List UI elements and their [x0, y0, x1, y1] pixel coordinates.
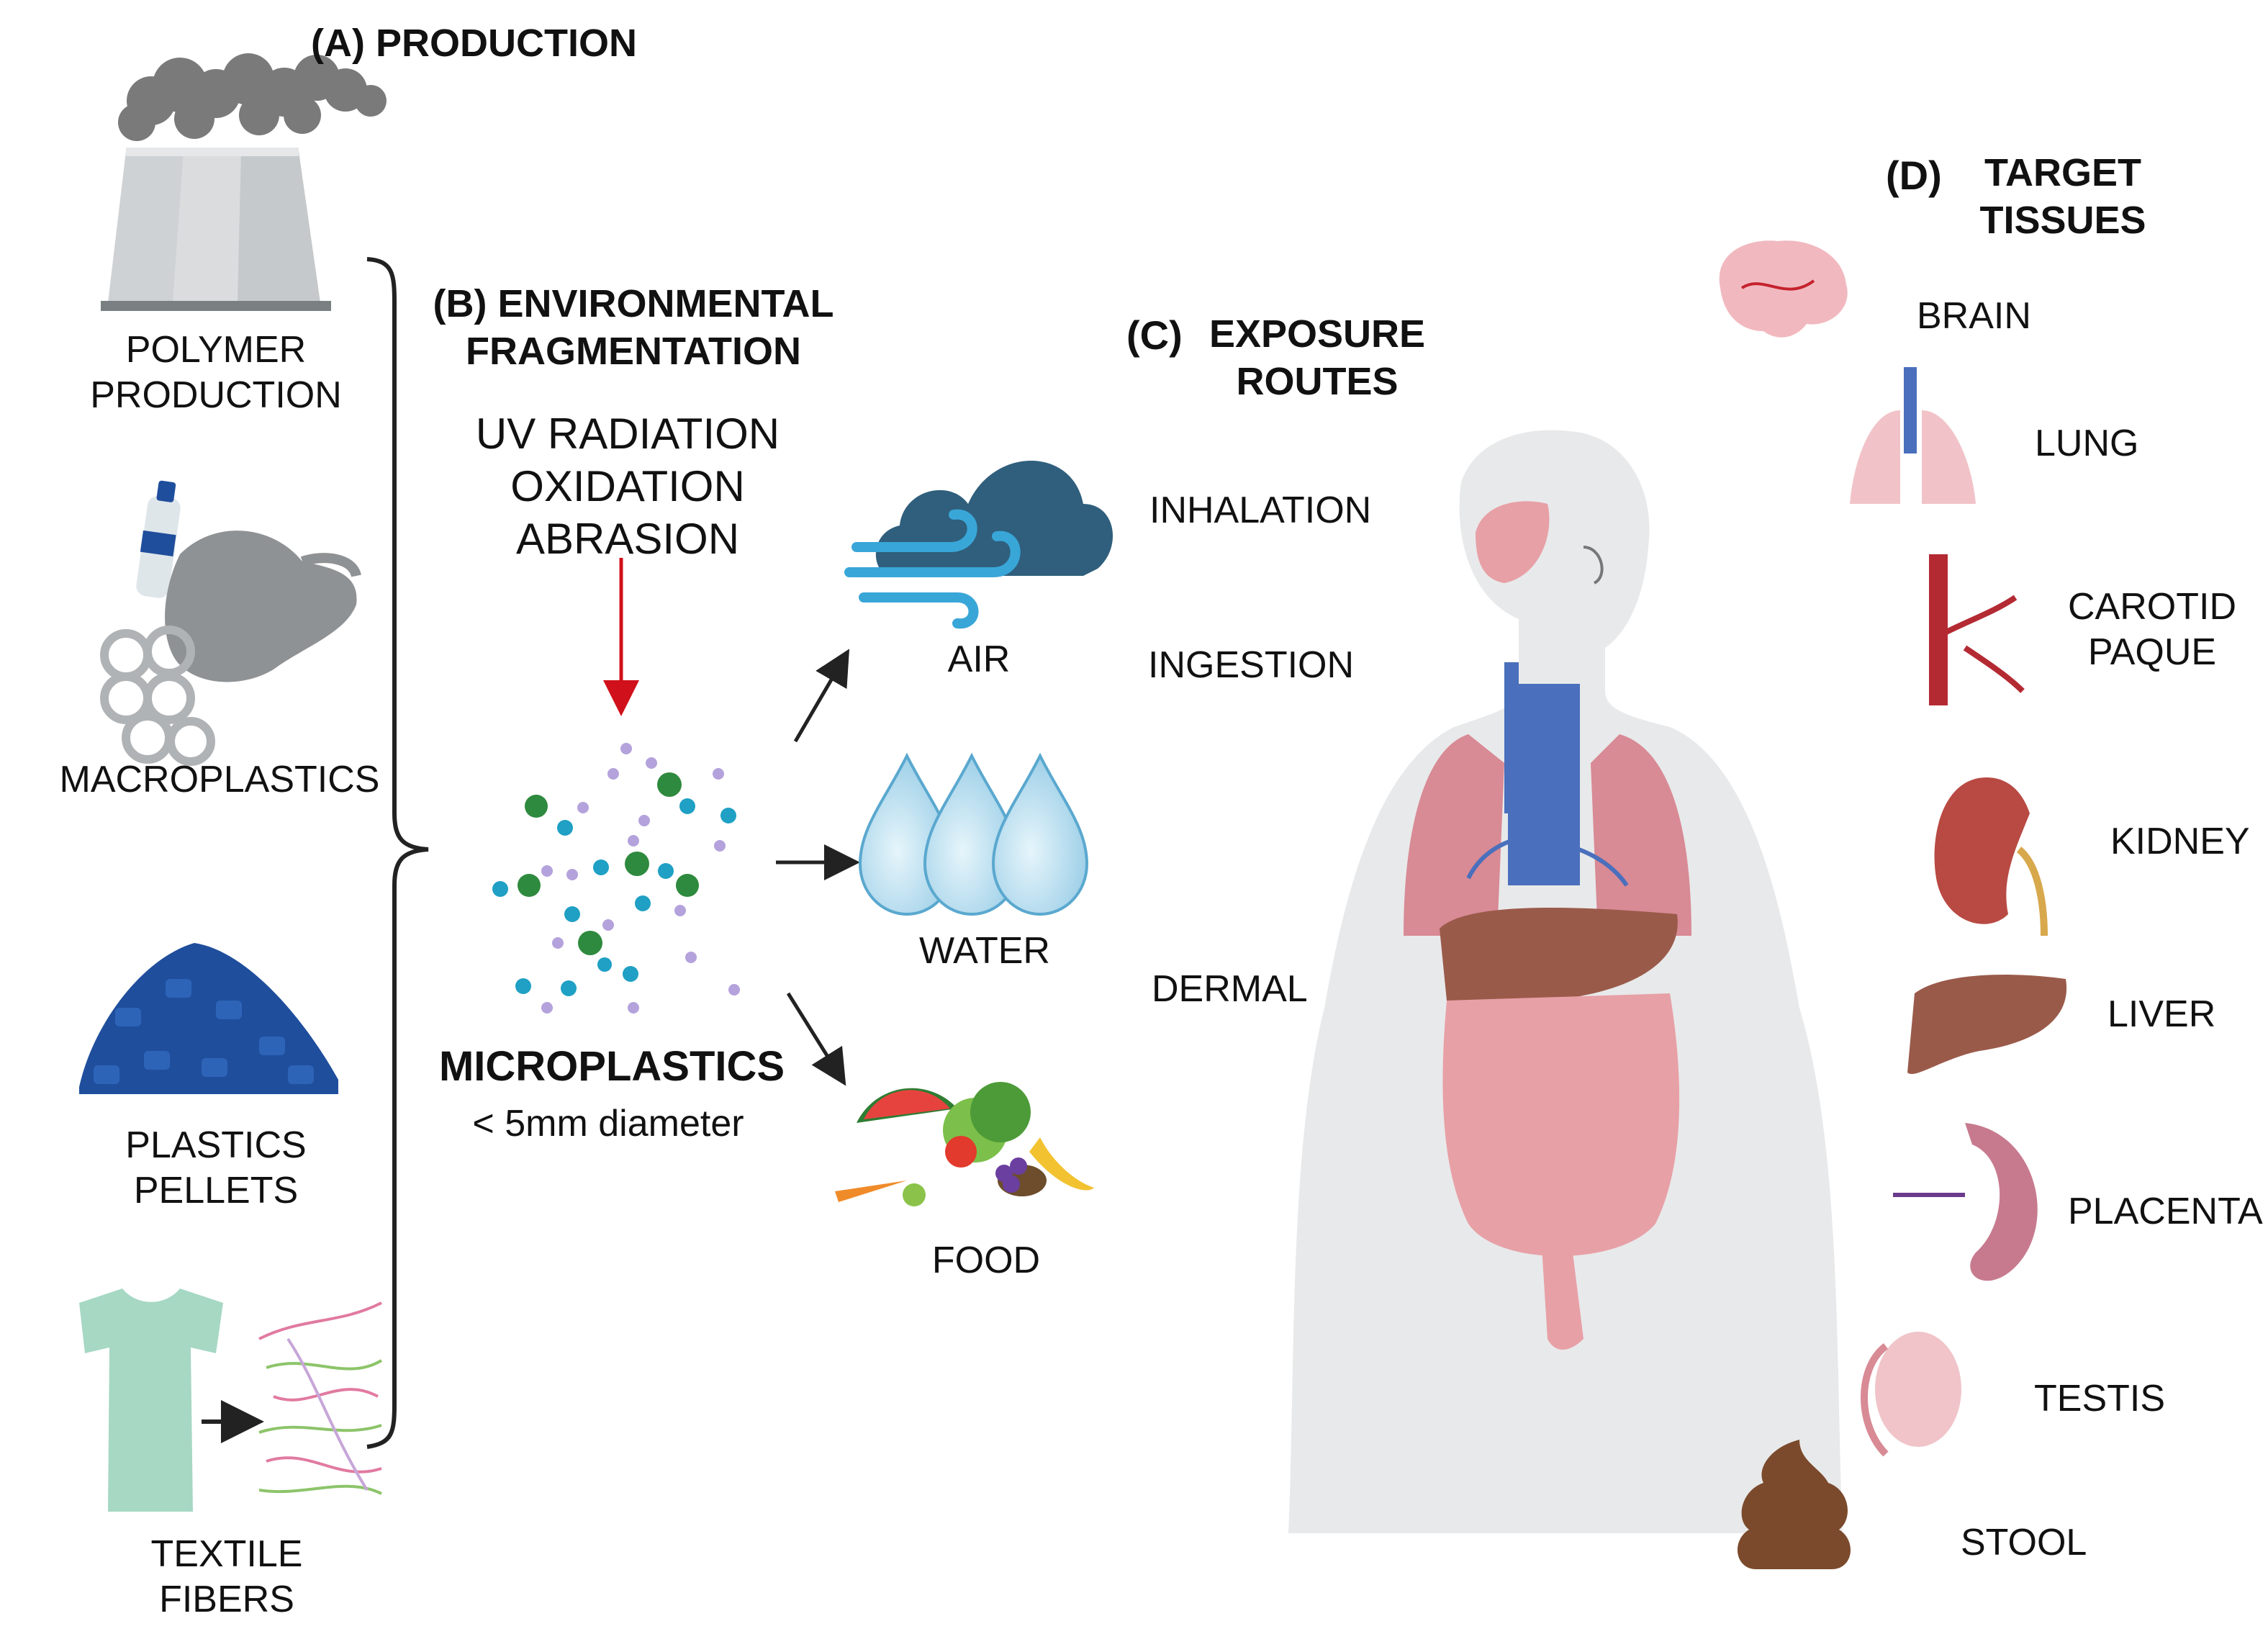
route-ingestion: INGESTION — [1148, 644, 1355, 686]
factory-icon — [101, 53, 387, 311]
arrow-to-air — [793, 649, 850, 743]
fragmentation-heading: (B) ENVIRONMENTAL FRAGMENTATION — [433, 282, 834, 373]
testis-icon — [1861, 1332, 1961, 1457]
tissue-testis: TESTIS — [2034, 1378, 2166, 1419]
fragmentation-processes: UV RADIATION OXIDATION ABRASION — [475, 410, 780, 564]
plastics-pellets-label: PLASTICS PELLETS — [125, 1124, 307, 1212]
tissue-kidney: KIDNEY — [2110, 821, 2250, 862]
microplastic-particles — [492, 743, 740, 1014]
placenta-icon — [1893, 1123, 2038, 1281]
tissue-placenta: PLACENTA — [2068, 1191, 2263, 1232]
microplastics-size: < 5mm diameter — [472, 1103, 744, 1145]
lung-icon — [1850, 367, 1976, 504]
macroplastics-icon — [100, 480, 361, 766]
tissue-brain: BRAIN — [1917, 295, 2031, 337]
exposure-heading: EXPOSURE ROUTES — [1208, 312, 1426, 403]
carotid-icon — [1929, 554, 2025, 705]
polymer-production-label: POLYMER PRODUCTION — [90, 329, 342, 417]
water-label: WATER — [919, 930, 1050, 972]
production-heading: (A) PRODUCTION — [311, 22, 637, 65]
macroplastics-label: MACROPLASTICS — [59, 759, 380, 800]
stool-icon — [1737, 1440, 1851, 1569]
human-body-illustration — [1288, 430, 1843, 1533]
exposure-letter: (C) — [1126, 312, 1183, 358]
arrow-to-food — [786, 992, 846, 1086]
route-inhalation: INHALATION — [1149, 489, 1372, 531]
tissue-carotid: CAROTID PAQUE — [2068, 586, 2236, 674]
pellets-icon — [79, 943, 338, 1094]
kidney-icon — [1934, 777, 2048, 936]
water-icon — [858, 752, 1089, 916]
textile-icon — [79, 1288, 383, 1512]
air-icon — [844, 461, 1113, 629]
tissue-stool: STOOL — [1961, 1522, 2087, 1563]
grouping-brace — [366, 257, 429, 1449]
food-icon — [835, 1082, 1094, 1206]
textile-fibers-label: TEXTILE FIBERS — [150, 1533, 303, 1621]
air-label: AIR — [947, 638, 1011, 680]
liver-icon — [1907, 975, 2067, 1075]
food-label: FOOD — [931, 1240, 1041, 1281]
tissue-liver: LIVER — [2107, 993, 2216, 1035]
route-dermal: DERMAL — [1152, 968, 1308, 1010]
microplastics-title: MICROPLASTICS — [438, 1043, 785, 1090]
target-heading: TARGET TISSUES — [1979, 151, 2146, 242]
brain-icon — [1719, 240, 1848, 338]
target-letter: (D) — [1886, 153, 1942, 198]
tissue-lung: LUNG — [2035, 423, 2139, 464]
